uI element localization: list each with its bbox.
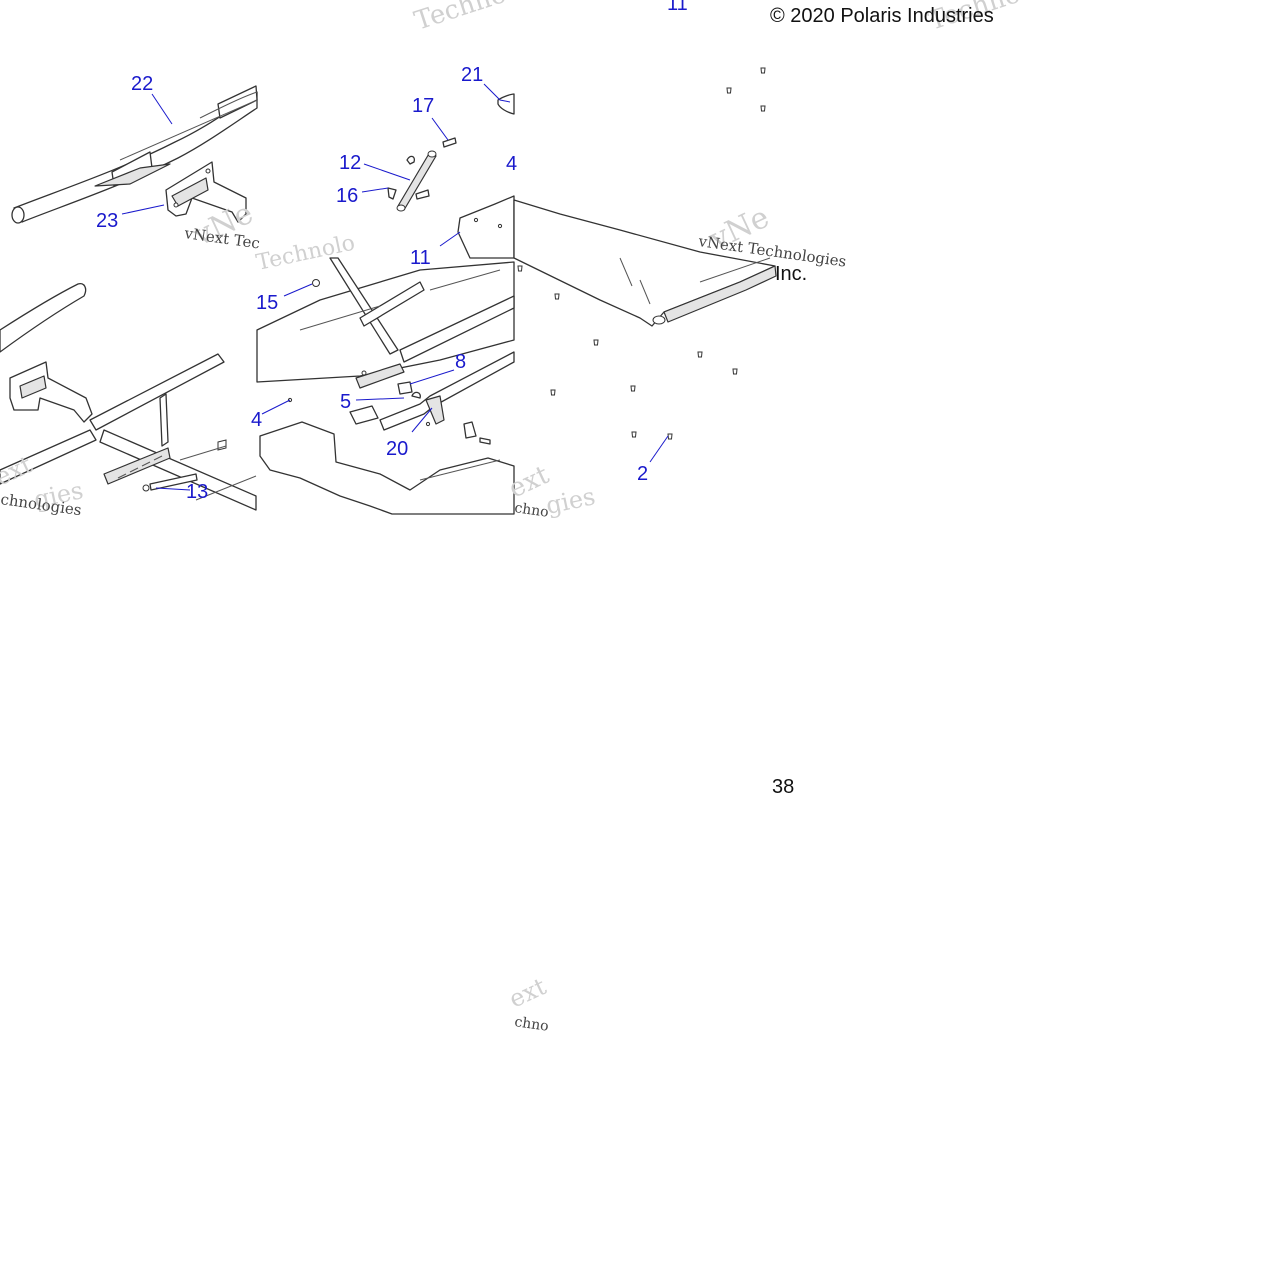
callout-20[interactable]: 20: [386, 438, 408, 460]
bumper-tube-assembly: [11, 85, 258, 224]
floor-panel: [513, 199, 777, 327]
bolt-icon: [517, 265, 523, 272]
bolt-icon: [760, 105, 766, 112]
cargo-box-floor-upper: [457, 93, 515, 259]
bolt-icon: [554, 293, 560, 300]
callout-4[interactable]: 4: [506, 153, 517, 175]
gas-strut-assembly: [387, 137, 457, 212]
bolt-icon: [630, 385, 636, 392]
company-suffix: Inc.: [775, 263, 807, 285]
bolt-icon: [550, 389, 556, 396]
stray-watermark-tile: ext chno: [505, 972, 551, 1035]
callout-23[interactable]: 23: [96, 210, 118, 232]
callout-5[interactable]: 5: [340, 391, 351, 413]
latch-rod-assembly: [287, 279, 515, 445]
callout-8[interactable]: 8: [455, 351, 466, 373]
callout-15[interactable]: 15: [256, 292, 278, 314]
bumper-bracket-upper: [165, 161, 247, 223]
bolt-icon: [697, 351, 703, 358]
watermark-tile3: Techno vNe vNext Technologies: [696, 0, 1024, 271]
watermark-tile5: ext gies chno: [504, 460, 597, 521]
bolt-icon: [732, 368, 738, 375]
watermark-tile1: Techno vNe vNext Tec: [182, 0, 510, 254]
watermark-fragment: ext: [505, 972, 551, 1013]
bolt-icon: [667, 433, 673, 440]
callouts: 22 23 21 17 12 16 4 11 11 15 8 5 20 4 13…: [96, 0, 688, 503]
callout-21[interactable]: 21: [461, 64, 483, 86]
callout-13[interactable]: 13: [186, 481, 208, 503]
bolt-icon: [593, 339, 599, 346]
watermark-fragment: Techno: [411, 0, 510, 37]
cargo-box-structure: [256, 257, 515, 515]
callout-11[interactable]: 11: [410, 247, 431, 269]
callout-22[interactable]: 22: [131, 73, 153, 95]
bolt-icon: [631, 431, 637, 438]
callout-11-top[interactable]: 11: [667, 0, 688, 15]
frame-assembly: [0, 282, 257, 511]
callout-2[interactable]: 2: [637, 463, 648, 485]
watermark-fragment: chno: [513, 500, 549, 521]
leader-lines: [121, 83, 669, 491]
copyright-notice: © 2020 Polaris Industries: [770, 5, 994, 27]
bolt-icon: [760, 67, 766, 74]
callout-12[interactable]: 12: [339, 152, 361, 174]
bolt-icon: [726, 87, 732, 94]
callout-4-lower[interactable]: 4: [251, 409, 262, 431]
page-number: 38: [772, 776, 794, 798]
callout-16[interactable]: 16: [336, 185, 358, 207]
floor-fasteners: [517, 67, 766, 440]
callout-17[interactable]: 17: [412, 95, 434, 117]
watermark-fragment: chno: [513, 1014, 549, 1035]
